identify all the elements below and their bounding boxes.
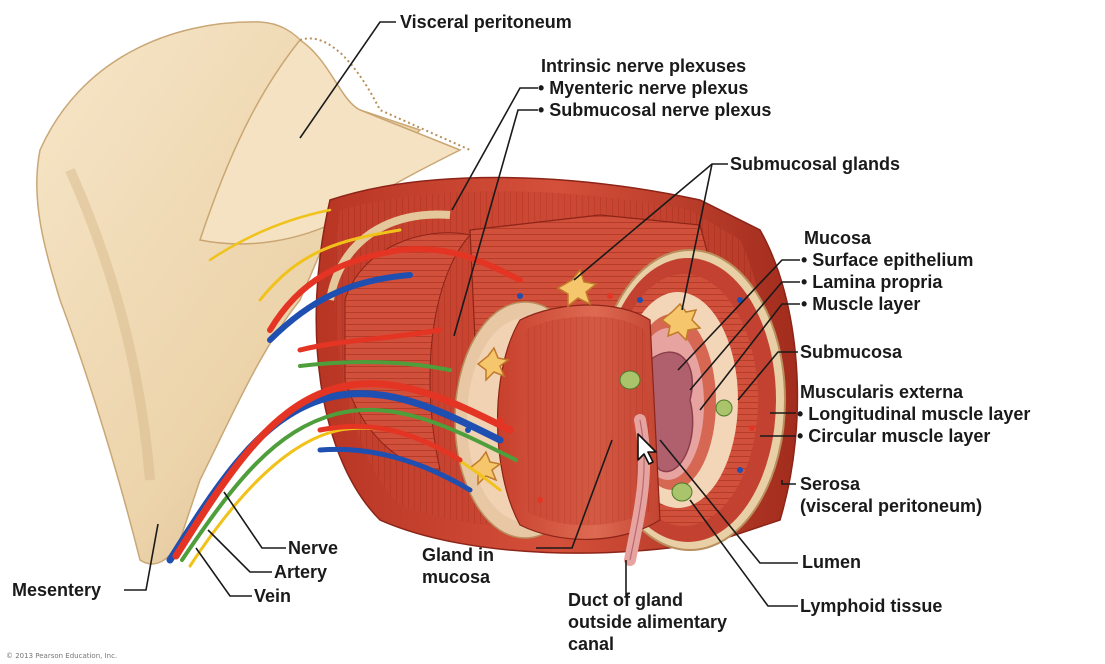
label-longitudinal-muscle-layer: • Longitudinal muscle layer <box>797 404 1030 425</box>
label-muscularis-externa: Muscularis externa <box>800 382 963 403</box>
label-myenteric-nerve-plexus: • Myenteric nerve plexus <box>538 78 748 99</box>
label-canal: canal <box>568 634 614 655</box>
label-outside-alimentary: outside alimentary <box>568 612 727 633</box>
label-artery: Artery <box>274 562 327 583</box>
label-submucosal-glands: Submucosal glands <box>730 154 900 175</box>
label-submucosa: Submucosa <box>800 342 902 363</box>
label-lamina-propria: • Lamina propria <box>801 272 942 293</box>
label-serosa-visceral-peritoneum: (visceral peritoneum) <box>800 496 982 517</box>
label-mucosa-gland: mucosa <box>422 567 490 588</box>
label-surface-epithelium: • Surface epithelium <box>801 250 973 271</box>
label-lymphoid-tissue: Lymphoid tissue <box>800 596 942 617</box>
label-mucosa: Mucosa <box>804 228 871 249</box>
label-muscle-layer: • Muscle layer <box>801 294 920 315</box>
label-submucosal-nerve-plexus: • Submucosal nerve plexus <box>538 100 771 121</box>
label-serosa: Serosa <box>800 474 860 495</box>
label-duct-of-gland: Duct of gland <box>568 590 683 611</box>
label-lumen: Lumen <box>802 552 861 573</box>
label-nerve: Nerve <box>288 538 338 559</box>
label-mesentery: Mesentery <box>12 580 101 601</box>
label-circular-muscle-layer: • Circular muscle layer <box>797 426 990 447</box>
label-visceral-peritoneum: Visceral peritoneum <box>400 12 572 33</box>
inner-muscle-fibers <box>525 317 652 526</box>
copyright-credit: © 2013 Pearson Education, Inc. <box>6 652 117 660</box>
label-intrinsic-nerve-plexuses: Intrinsic nerve plexuses <box>541 56 746 77</box>
label-gland-in-mucosa: Gland in <box>422 545 494 566</box>
mouse-pointer-icon <box>636 432 660 466</box>
label-vein: Vein <box>254 586 291 607</box>
